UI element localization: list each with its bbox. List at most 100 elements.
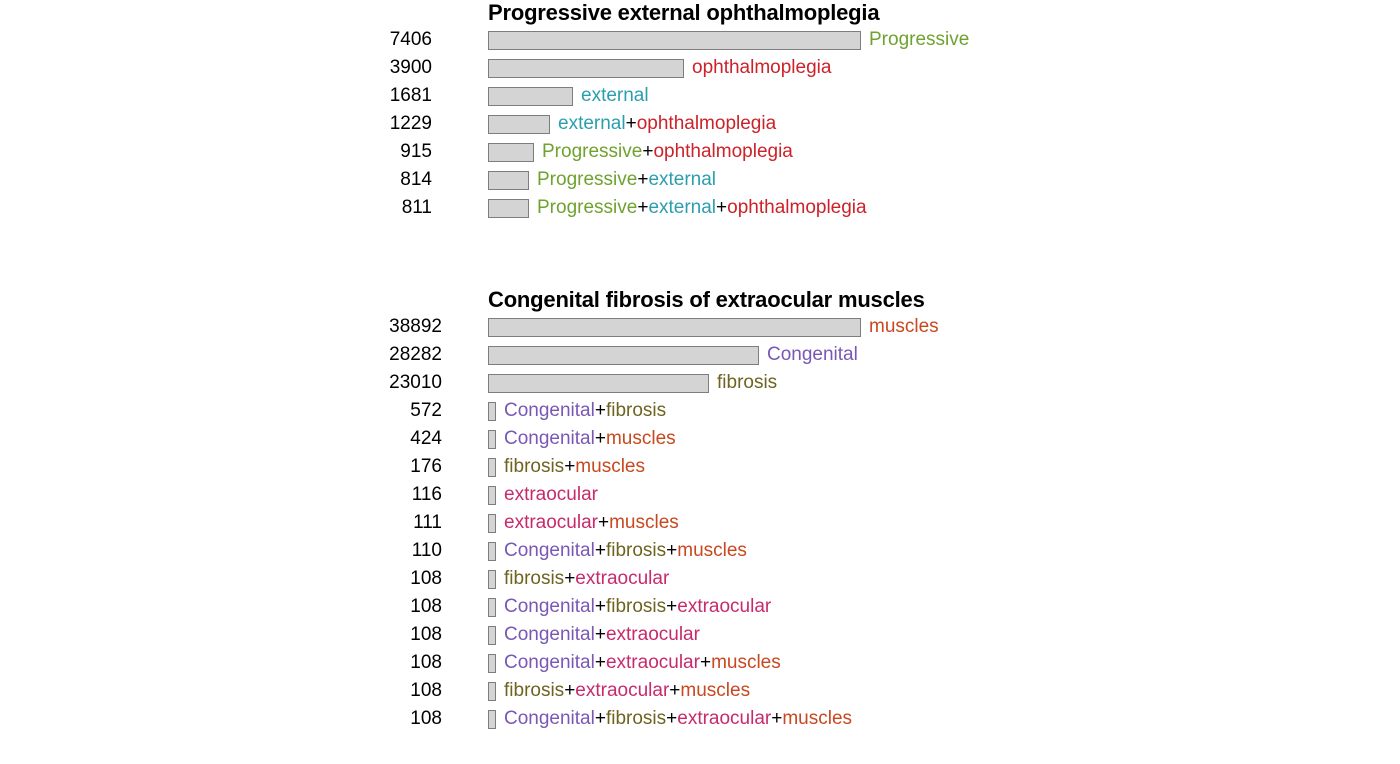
bar-row-label: fibrosis: [717, 369, 777, 397]
term-label: ophthalmoplegia: [692, 57, 832, 78]
term-separator: +: [594, 428, 606, 449]
term-label: extraocular: [504, 484, 598, 505]
term-separator: +: [564, 568, 576, 589]
bar-row-count: 108: [410, 596, 442, 617]
bar: [488, 198, 529, 218]
term-label: ophthalmoplegia: [653, 141, 793, 162]
bar: [488, 58, 684, 78]
bar: [488, 170, 529, 190]
bar-container: [488, 313, 861, 341]
bar-row-count: 7406: [389, 29, 432, 50]
term-separator: +: [564, 456, 576, 477]
term-separator: +: [637, 197, 649, 218]
bar-row-count: 572: [410, 400, 442, 421]
term-label: muscles: [869, 316, 939, 337]
term-label: Progressive: [869, 29, 970, 50]
term-separator: +: [625, 113, 637, 134]
bar-row-label: Progressive+external+ophthalmoplegia: [537, 194, 867, 222]
term-label: Progressive: [537, 197, 638, 218]
term-label: Progressive: [542, 141, 643, 162]
bar-row: 7406 Progressive: [0, 26, 1400, 54]
bar-row-label: Congenital+muscles: [504, 425, 676, 453]
bar-row-count: 28282: [389, 344, 442, 365]
term-separator: +: [699, 652, 712, 673]
bar-row: 23010 fibrosis: [0, 369, 1400, 397]
bar-row-label: ophthalmoplegia: [692, 54, 831, 82]
term-label: muscles: [609, 512, 679, 533]
bar-row-count: 108: [410, 568, 442, 589]
bar-row: 108 Congenital+fibrosis+extraocular: [0, 593, 1400, 621]
bar: [488, 681, 496, 701]
term-label: Congenital: [504, 428, 595, 449]
bar: [488, 142, 534, 162]
bar-row-count: 424: [410, 428, 442, 449]
term-label: Progressive: [537, 169, 638, 190]
bar-row-label: fibrosis+extraocular+muscles: [504, 677, 750, 705]
bar-row-count: 1229: [389, 113, 432, 134]
bar-container: [488, 397, 496, 425]
bar-row-count: 23010: [389, 372, 442, 393]
term-separator: +: [716, 197, 728, 218]
term-label: Congenital: [504, 652, 595, 673]
bar-container: [488, 509, 496, 537]
term-label: extraocular: [677, 596, 772, 617]
bar-container: [488, 166, 529, 194]
term-separator: +: [771, 708, 783, 729]
term-label: Congenital: [504, 400, 595, 421]
bar: [488, 373, 709, 393]
term-label: fibrosis: [605, 708, 667, 729]
term-label: fibrosis: [504, 568, 565, 589]
bar-row-label: Congenital+fibrosis+extraocular: [504, 593, 771, 621]
bar-container: [488, 705, 496, 733]
bar-row-count: 1681: [389, 85, 432, 106]
term-label: muscles: [677, 540, 747, 561]
bar-row-count: 811: [401, 197, 432, 218]
term-separator: +: [564, 680, 576, 701]
term-label: muscles: [782, 708, 853, 729]
bar-row-label: Progressive: [869, 26, 969, 54]
bar-container: [488, 82, 573, 110]
term-separator: +: [669, 680, 681, 701]
term-label: extraocular: [504, 512, 598, 533]
bar-row-label: extraocular: [504, 481, 598, 509]
term-separator: +: [594, 400, 606, 421]
bar-row-label: Congenital+extraocular+muscles: [504, 649, 781, 677]
bar-row-count: 915: [400, 141, 432, 162]
bar-row-label: muscles: [869, 313, 939, 341]
bar-row-count: 3900: [389, 57, 432, 78]
term-separator: +: [666, 596, 678, 617]
bar-container: [488, 26, 861, 54]
term-separator: +: [637, 169, 649, 190]
term-label: external: [558, 113, 626, 134]
bar-container: [488, 138, 534, 166]
bar-row: 108 Congenital+extraocular: [0, 621, 1400, 649]
term-label: extraocular: [575, 680, 670, 701]
bar-row-label: Congenital+fibrosis: [504, 397, 666, 425]
term-label: fibrosis: [605, 540, 667, 561]
term-label: fibrosis: [504, 456, 565, 477]
bar-row-label: Congenital+extraocular: [504, 621, 700, 649]
bar: [488, 345, 759, 365]
bar: [488, 86, 573, 106]
bar: [488, 429, 496, 449]
bar-container: [488, 481, 496, 509]
bar-row-count: 108: [410, 624, 442, 645]
bar-container: [488, 649, 496, 677]
bar-row: 572 Congenital+fibrosis: [0, 397, 1400, 425]
bar: [488, 597, 496, 617]
term-separator: +: [598, 512, 610, 533]
bar: [488, 457, 496, 477]
bar-row-count: 814: [400, 169, 432, 190]
bar-row-count: 108: [410, 652, 442, 673]
term-label: external: [648, 197, 717, 218]
bar: [488, 541, 496, 561]
bar-row-count: 38892: [389, 316, 442, 337]
bar-container: [488, 341, 759, 369]
term-label: Congenital: [504, 708, 595, 729]
